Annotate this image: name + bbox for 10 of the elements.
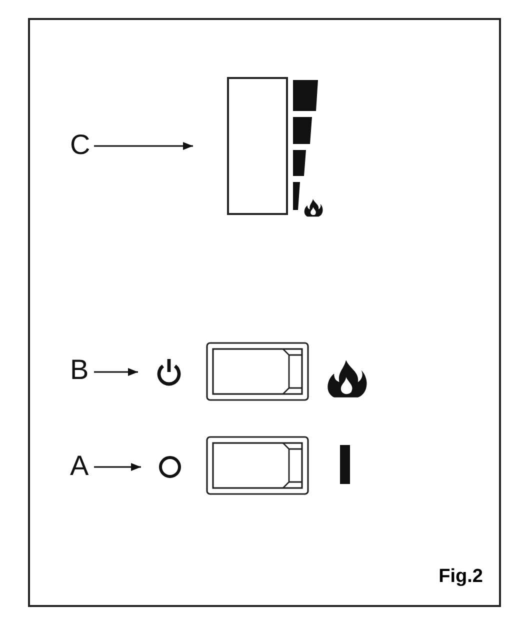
off-symbol-icon [159, 456, 181, 478]
arrow [94, 368, 138, 376]
callout-letter: A [70, 452, 92, 482]
arrow [94, 142, 193, 150]
figure-caption: Fig.2 [438, 566, 483, 588]
arrow [94, 463, 141, 471]
display-window [227, 77, 288, 215]
power-icon [156, 358, 182, 386]
callout-letter: C [70, 131, 92, 161]
callout-letter: B [70, 356, 92, 386]
